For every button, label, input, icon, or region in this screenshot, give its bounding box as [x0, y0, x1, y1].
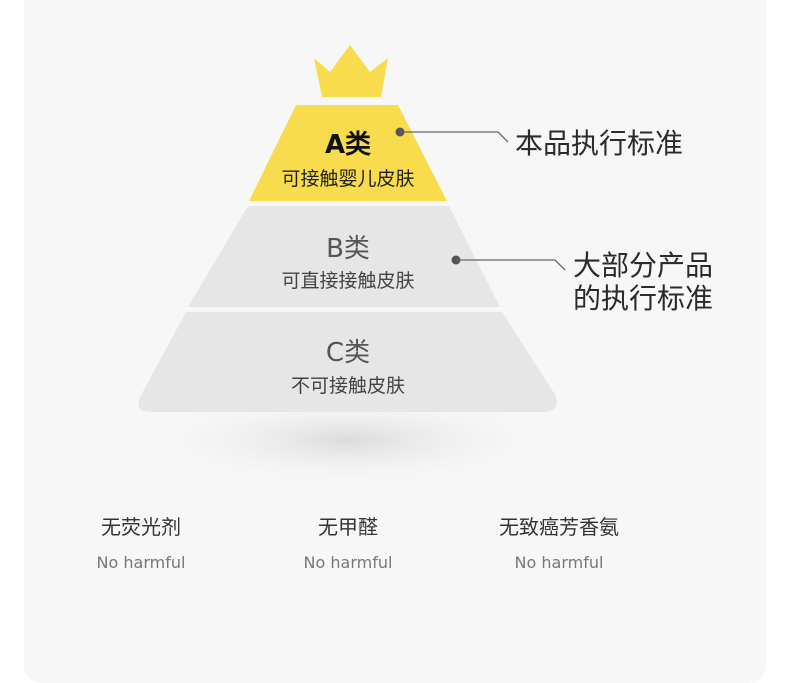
feature-en-label: No harmful [514, 553, 604, 572]
tier-b-title: B类 [326, 234, 370, 264]
tier-a-title: A类 [324, 130, 372, 160]
crown-icon [314, 45, 388, 97]
side-label-a: 本品执行标准 [515, 127, 684, 160]
feature-no-carcinogenic-amine: 无致癌芳香氨 No harmful [459, 515, 659, 573]
tier-b-shape [188, 206, 500, 307]
feature-cn-label: 无致癌芳香氨 [499, 515, 619, 539]
feature-no-fluorescent: 无荧光剂 No harmful [41, 515, 241, 573]
tier-a-subtitle: 可接触婴儿皮肤 [281, 168, 415, 190]
tier-c-shape [138, 312, 557, 412]
tier-c-title: C类 [325, 338, 371, 368]
connector-line-a [400, 131, 509, 143]
feature-no-formaldehyde: 无甲醛 No harmful [248, 515, 448, 573]
tier-c-subtitle: 不可接触皮肤 [290, 375, 405, 397]
feature-cn-label: 无甲醛 [318, 515, 378, 539]
side-label-b-line2: 的执行标准 [573, 282, 714, 315]
feature-en-label: No harmful [303, 553, 393, 572]
connector-line-b [456, 259, 566, 271]
feature-en-label: No harmful [96, 553, 186, 572]
side-label-b-line1: 大部分产品 [573, 249, 714, 282]
tier-b-subtitle: 可直接接触皮肤 [281, 270, 415, 292]
pyramid-shadow [138, 392, 558, 488]
feature-cn-label: 无荧光剂 [101, 515, 181, 539]
